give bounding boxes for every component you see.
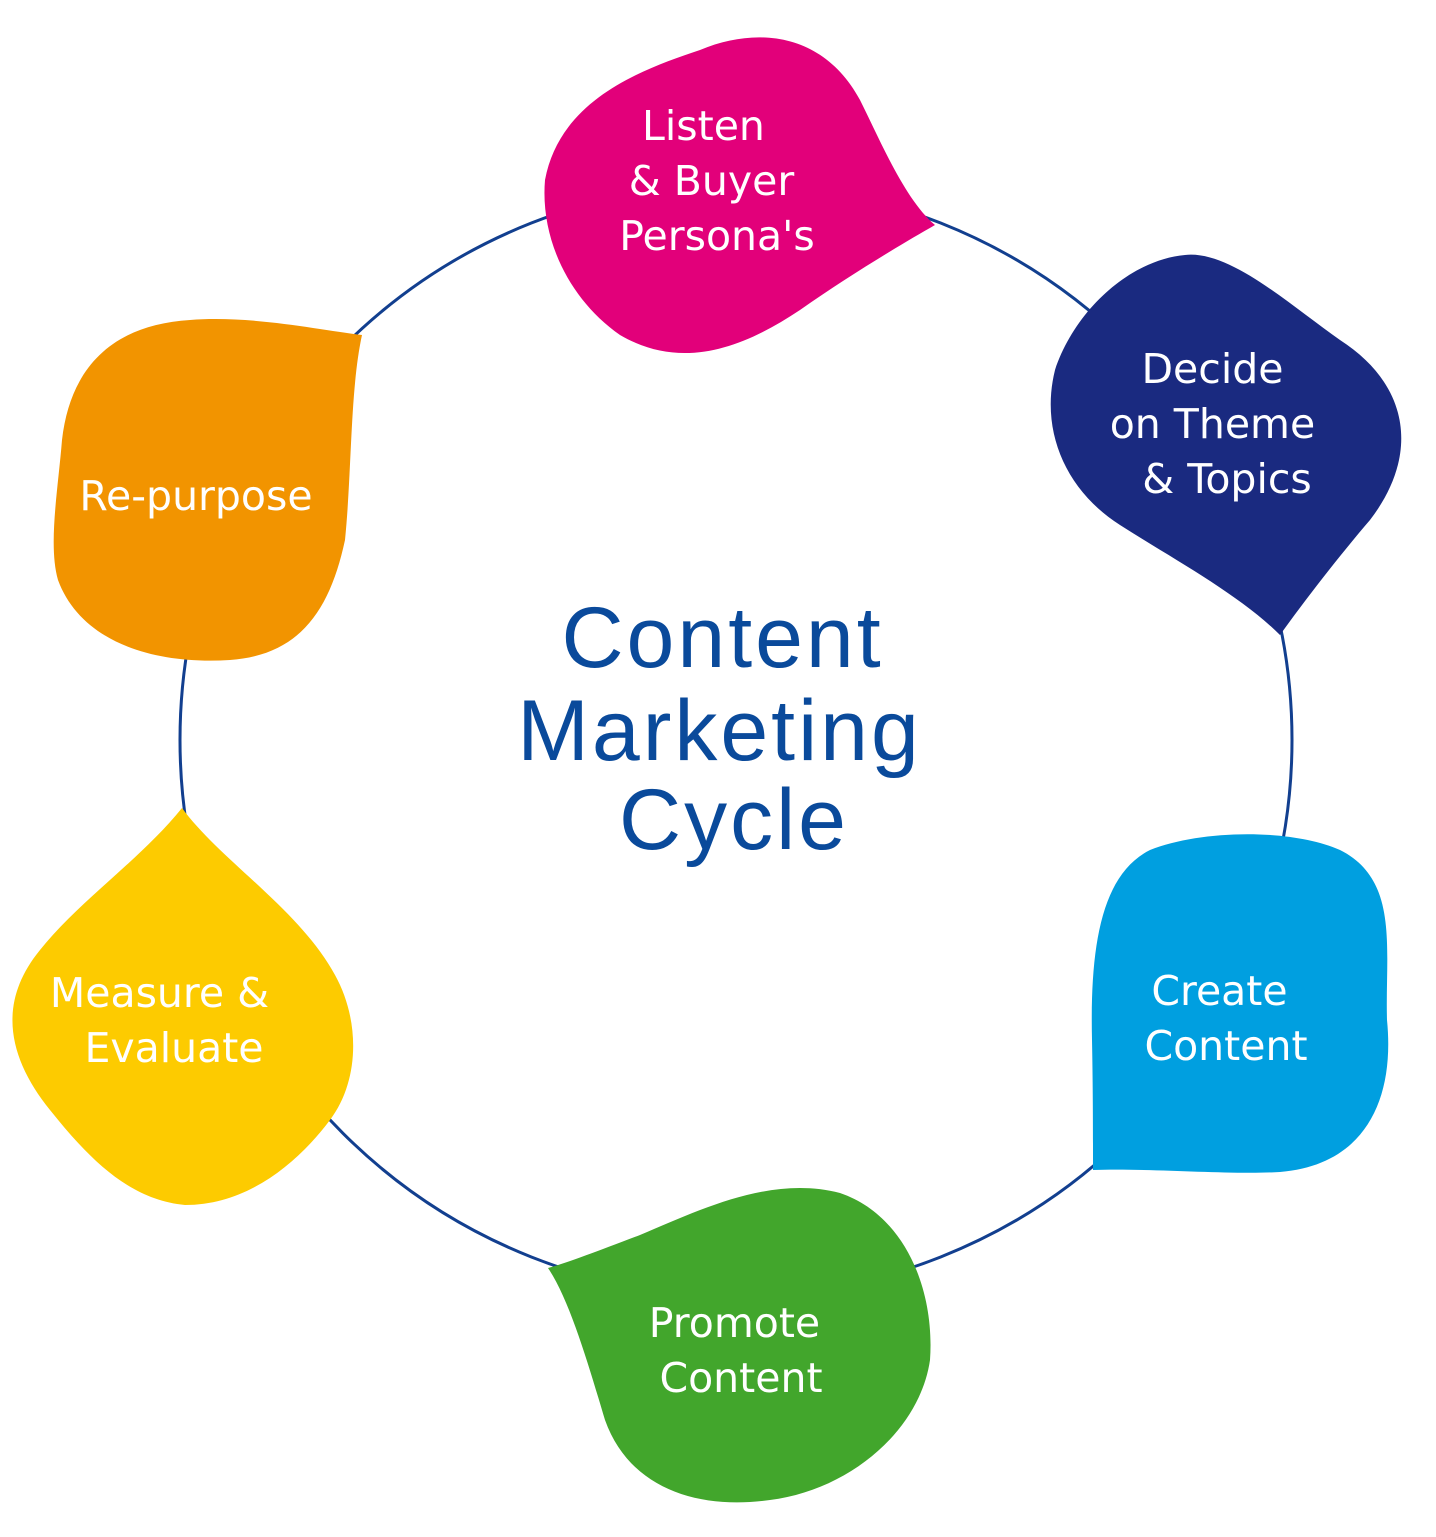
petal-measure[interactable] [12, 808, 354, 1205]
petal-listen[interactable] [544, 37, 935, 354]
petal-promote[interactable] [548, 1188, 931, 1503]
label-repurpose: Re-purpose [79, 472, 312, 520]
petal-decide[interactable] [1050, 254, 1402, 635]
label-listen: Listen & Buyer Persona's [619, 102, 815, 260]
label-decide: Decide on Theme & Topics [1110, 345, 1329, 503]
center-title: Content Marketing Cycle [517, 590, 949, 868]
petal-repurpose[interactable] [53, 318, 362, 661]
label-create: Create Content [1144, 967, 1307, 1070]
petal-create[interactable] [1091, 834, 1389, 1173]
label-promote: Promote Content [649, 1299, 833, 1402]
label-measure: Measure & Evaluate [50, 969, 282, 1072]
